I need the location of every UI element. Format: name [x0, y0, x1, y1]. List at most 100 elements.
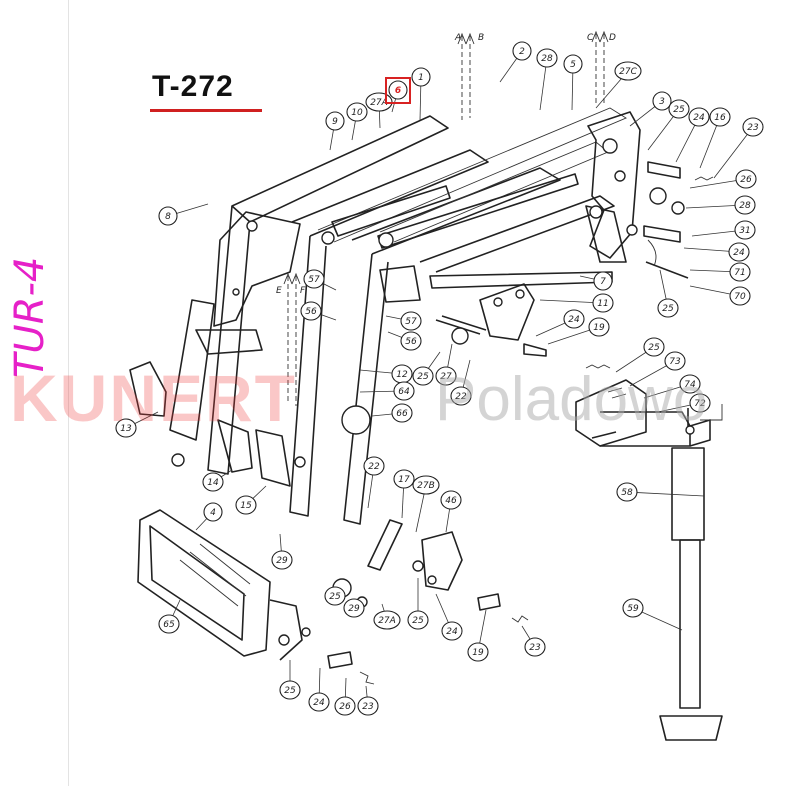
- callout-bubble: [412, 366, 434, 386]
- callout-label: 17: [398, 475, 410, 485]
- callout-bubble: [563, 309, 585, 329]
- callout-label: 71: [734, 268, 745, 278]
- callout-label: 16: [714, 113, 726, 123]
- part-callout-19: 19: [467, 609, 489, 662]
- callout-label: 8: [165, 212, 171, 222]
- callout-bubble: [652, 91, 672, 111]
- callout-leader-line: [626, 491, 705, 497]
- callout-bubble: [729, 262, 751, 282]
- callout-bubble: [400, 331, 422, 351]
- callout-label: 72: [694, 399, 706, 409]
- part-callout-59: 59: [622, 598, 683, 631]
- part-callout-58: 58: [616, 482, 705, 502]
- part-callout-24: 24: [308, 667, 330, 712]
- callout-label: 14: [207, 478, 219, 488]
- part-callout-14: 14: [202, 469, 233, 492]
- callout-label: 4: [210, 508, 216, 518]
- part-callout-11: 11: [539, 293, 614, 313]
- part-callout-24: 24: [535, 309, 585, 337]
- part-callout-7: 7: [579, 271, 613, 291]
- callout-bubble: [512, 41, 532, 61]
- callout-label: 27C: [619, 67, 637, 77]
- part-callout-65: 65: [158, 599, 181, 634]
- callout-bubble: [300, 301, 322, 321]
- right-end-bracket: [585, 111, 641, 263]
- mounting-frame: [137, 509, 303, 661]
- callout-label: 28: [541, 54, 553, 64]
- callout-bubble: [524, 637, 546, 657]
- part-callout-25: 25: [279, 660, 301, 700]
- callout-label: 65: [163, 620, 175, 630]
- callout-bubble: [689, 393, 711, 413]
- callout-label: 27A: [370, 98, 388, 108]
- callout-bubble: [271, 550, 293, 570]
- callout-bubble: [450, 386, 472, 406]
- diagram-title: T-272: [152, 70, 234, 103]
- callout-bubble: [343, 598, 365, 618]
- arrow-label-b: B: [478, 33, 484, 43]
- callout-label: 46: [445, 496, 457, 506]
- part-callout-22: 22: [363, 456, 385, 509]
- callout-bubble: [203, 502, 223, 522]
- callout-bubble: [303, 269, 325, 289]
- callout-bubble: [536, 48, 558, 68]
- callout-label: 24: [446, 627, 458, 637]
- callout-label: 59: [627, 604, 639, 614]
- link-plate: [435, 283, 535, 345]
- callout-label: 1: [418, 73, 424, 83]
- arrow-label-f: F: [300, 286, 306, 296]
- callout-bubble: [373, 610, 401, 630]
- callout-label: 56: [305, 307, 317, 317]
- callout-label: 10: [351, 108, 363, 118]
- part-callout-17: 17: [393, 469, 415, 519]
- callout-bubble: [363, 456, 385, 476]
- part-callout-23: 23: [713, 117, 764, 179]
- callout-bubble: [412, 475, 440, 495]
- callout-bubble: [588, 317, 610, 337]
- callout-label: 3: [659, 97, 665, 107]
- callout-bubble: [664, 351, 686, 371]
- callout-label: 64: [398, 387, 410, 397]
- callout-label: 29: [276, 556, 288, 566]
- hydraulic-cylinders: [321, 173, 613, 303]
- callout-bubble: [622, 598, 644, 618]
- part-callout-28: 28: [685, 195, 756, 215]
- callout-label: 23: [529, 643, 541, 653]
- callout-bubble: [643, 337, 665, 357]
- part-callout-23: 23: [521, 625, 546, 657]
- arrow-label-c: C: [587, 33, 594, 43]
- callout-label: 24: [693, 113, 705, 123]
- part-callout-3: 3: [629, 91, 672, 127]
- callout-bubble: [668, 99, 690, 119]
- part-callout-57: 57: [385, 311, 422, 331]
- callout-bubble: [325, 111, 345, 131]
- callout-label: 27B: [417, 481, 435, 491]
- callout-bubble: [357, 696, 379, 716]
- callout-label: 9: [332, 117, 338, 127]
- callout-leader-line: [713, 126, 754, 179]
- callout-label: 29: [348, 604, 360, 614]
- callout-label: 31: [739, 226, 750, 236]
- page-margin-line: [68, 0, 69, 786]
- part-callout-25: 25: [657, 269, 679, 318]
- part-callout-10: 10: [346, 102, 368, 141]
- callout-label: 27A: [378, 616, 396, 626]
- part-callout-1: 1: [411, 67, 431, 121]
- part-callout-24: 24: [683, 242, 750, 262]
- callout-bubble: [400, 311, 422, 331]
- part-callout-74: 74: [643, 374, 701, 399]
- callout-bubble: [729, 286, 751, 306]
- callout-bubble: [411, 67, 431, 87]
- part-callout-56: 56: [300, 301, 337, 321]
- callout-bubble: [467, 642, 489, 662]
- part-callout-31: 31: [691, 220, 756, 240]
- watermark-tagline: Poladowo: [435, 365, 708, 434]
- callout-label: 27: [440, 372, 452, 382]
- part-callout-15: 15: [235, 485, 267, 515]
- callout-bubble: [435, 366, 457, 386]
- callout-label: 25: [673, 105, 685, 115]
- left-upright: [169, 211, 301, 467]
- part-callout-23: 23: [357, 685, 379, 716]
- callout-label: 15: [240, 501, 252, 511]
- callout-label: 19: [593, 323, 605, 333]
